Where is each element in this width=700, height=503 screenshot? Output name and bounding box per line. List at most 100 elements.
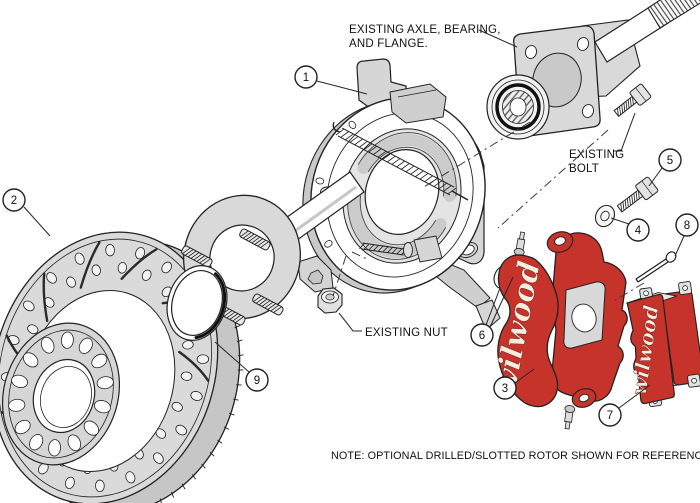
parking-brake-spring bbox=[332, 121, 469, 201]
tick bbox=[159, 498, 162, 503]
coil-tick bbox=[255, 297, 265, 304]
arc bbox=[194, 272, 227, 340]
leader-line bbox=[618, 384, 651, 409]
bearing bbox=[486, 74, 550, 140]
callout-number: 1 bbox=[303, 72, 309, 84]
coil-tick bbox=[258, 298, 268, 306]
label-existing-nut: EXISTING NUT bbox=[365, 327, 448, 339]
hole bbox=[96, 376, 114, 390]
coil-tick bbox=[635, 191, 638, 201]
coil-tick bbox=[252, 295, 262, 303]
hole bbox=[40, 336, 55, 354]
coil-tick bbox=[190, 252, 200, 259]
coil-tick bbox=[257, 239, 266, 247]
hole bbox=[171, 401, 183, 412]
coil-tick bbox=[410, 168, 419, 175]
coil-tick bbox=[349, 136, 359, 143]
ear-hole bbox=[578, 393, 590, 403]
ear-hole bbox=[554, 236, 566, 246]
coil-tick bbox=[433, 180, 443, 187]
hole bbox=[74, 252, 85, 265]
coil-tick bbox=[623, 102, 626, 112]
coil-tick bbox=[438, 182, 447, 190]
coil-tick bbox=[184, 249, 194, 256]
axis-line bbox=[351, 251, 370, 261]
labels: EXISTING AXLE, BEARING, AND FLANGE. EXIS… bbox=[331, 24, 700, 462]
tick bbox=[229, 412, 235, 416]
coil-tick bbox=[382, 246, 389, 253]
callout-number: 6 bbox=[479, 330, 485, 342]
coil-tick bbox=[387, 247, 393, 253]
hole bbox=[60, 331, 74, 349]
wheel-stud bbox=[181, 245, 213, 268]
flange-bolt-hole bbox=[524, 45, 538, 59]
center-lines bbox=[332, 121, 645, 303]
hat-holes bbox=[8, 331, 114, 457]
coil-tick bbox=[242, 232, 252, 239]
nut-axis-line bbox=[332, 255, 347, 297]
coil-tick bbox=[443, 185, 452, 192]
hole bbox=[175, 424, 187, 436]
hole bbox=[190, 391, 203, 401]
coil-tick bbox=[629, 196, 631, 206]
hole bbox=[91, 353, 108, 369]
tick bbox=[209, 452, 215, 457]
caliper-piston bbox=[571, 303, 597, 333]
coil-tick bbox=[625, 101, 628, 110]
coil-tick bbox=[270, 304, 279, 312]
coil-tick bbox=[196, 255, 206, 262]
hole bbox=[161, 261, 172, 274]
coil-tick bbox=[226, 311, 236, 319]
hole bbox=[14, 419, 31, 435]
coil-tick bbox=[626, 198, 629, 208]
coil-tick bbox=[368, 244, 375, 251]
hole bbox=[153, 452, 164, 464]
coil-tick bbox=[621, 104, 624, 114]
coil-tick bbox=[382, 153, 391, 160]
tick bbox=[217, 439, 223, 444]
coil-tick bbox=[620, 203, 623, 213]
coil-tick bbox=[396, 248, 403, 255]
hole bbox=[135, 247, 146, 260]
coil-rail bbox=[362, 242, 405, 250]
callout-number: 9 bbox=[254, 375, 260, 387]
coil-tick bbox=[359, 140, 368, 148]
hole bbox=[91, 264, 101, 276]
coil-tick bbox=[254, 238, 264, 245]
callout-5: 5 bbox=[658, 148, 682, 172]
flange-bolt-hole bbox=[576, 37, 590, 51]
anchor-block bbox=[389, 83, 447, 124]
pad-outboard bbox=[625, 287, 679, 408]
wheel-stud bbox=[252, 293, 284, 316]
callout-3: 3 bbox=[493, 376, 517, 400]
hole bbox=[117, 262, 127, 274]
pad-friction-face bbox=[626, 293, 675, 405]
axle-bearing-assembly bbox=[486, 0, 700, 140]
coil-tick bbox=[245, 233, 255, 241]
coil-tick bbox=[373, 148, 382, 155]
brake-rotor bbox=[0, 231, 244, 503]
leader-line bbox=[478, 29, 518, 48]
callout-2: 2 bbox=[2, 188, 26, 212]
coil-tick bbox=[405, 165, 415, 173]
leader-line bbox=[338, 312, 362, 332]
stud-end bbox=[307, 269, 324, 285]
hole bbox=[324, 240, 333, 248]
coil-tick bbox=[424, 175, 433, 183]
backing-plate-center-hole bbox=[364, 149, 440, 235]
hole bbox=[83, 420, 100, 436]
tick bbox=[171, 491, 175, 498]
coil-rail bbox=[341, 127, 455, 188]
coil-tick bbox=[248, 235, 258, 242]
coil-tick bbox=[629, 97, 632, 107]
hole bbox=[23, 300, 35, 312]
coil-tick bbox=[631, 194, 634, 204]
hole bbox=[8, 398, 26, 412]
bleed-screw-top bbox=[513, 231, 526, 256]
coil-tick bbox=[627, 99, 630, 109]
tick bbox=[201, 463, 206, 469]
coil-tick bbox=[368, 145, 377, 153]
hole bbox=[48, 439, 62, 457]
coil-tick bbox=[637, 190, 640, 199]
